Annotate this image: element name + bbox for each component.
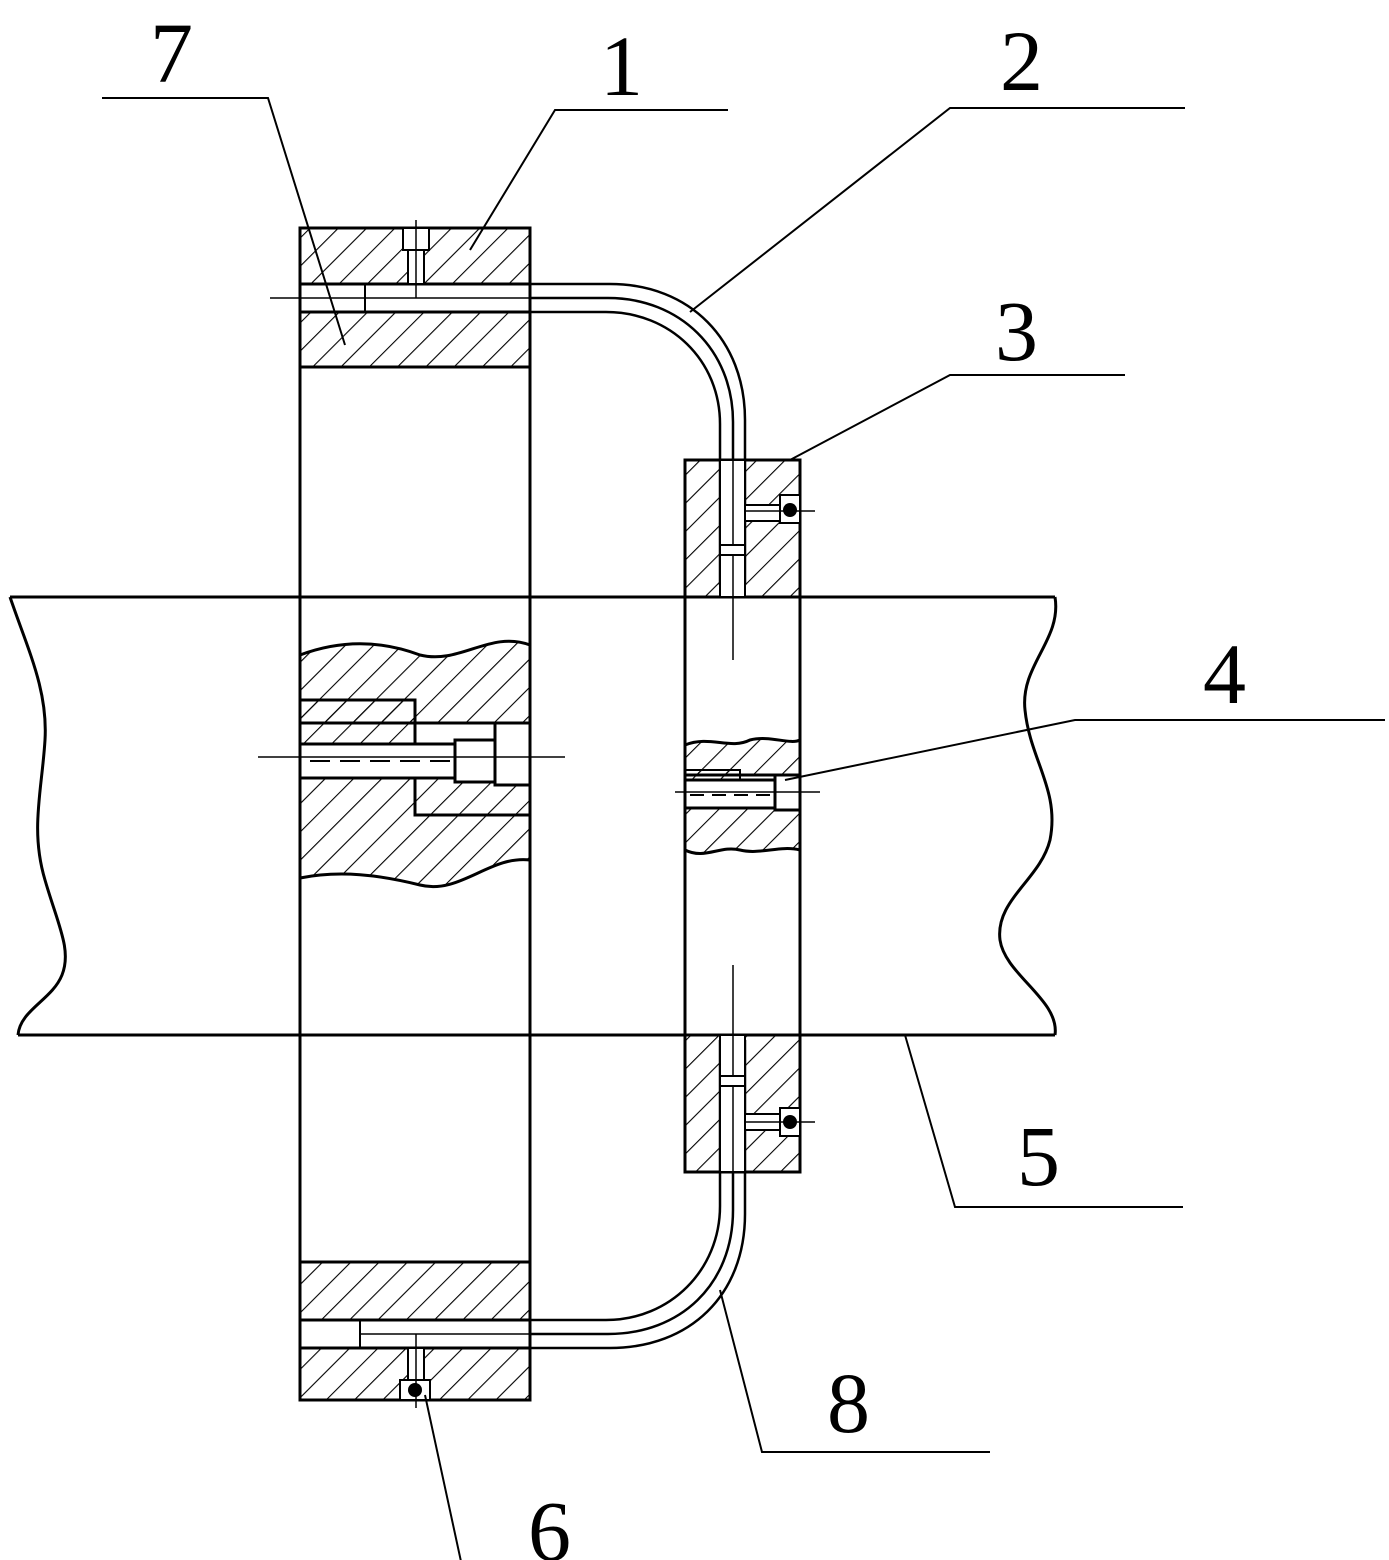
leader-lines — [102, 97, 1385, 1560]
sleeve-hub-section — [675, 737, 820, 855]
callout-6: 6 — [528, 1483, 571, 1560]
callout-7: 7 — [150, 5, 193, 101]
left-disc — [258, 220, 565, 1408]
shaft — [8, 595, 1058, 1037]
callout-8: 8 — [827, 1355, 870, 1451]
callout-1: 1 — [600, 18, 643, 114]
hub-section — [258, 639, 565, 889]
tube-lower — [530, 1040, 747, 1350]
callout-5: 5 — [1017, 1108, 1060, 1204]
tube-upper — [530, 282, 747, 585]
right-sleeve — [675, 458, 820, 1174]
callout-4: 4 — [1203, 626, 1246, 722]
top-ring-section — [270, 220, 532, 369]
bottom-block — [683, 965, 815, 1174]
callout-labels: 7 1 2 3 4 5 8 6 — [150, 5, 1246, 1560]
callout-3: 3 — [995, 283, 1038, 379]
top-block — [683, 458, 815, 660]
bottom-ring-section — [298, 1260, 532, 1408]
callout-2: 2 — [1000, 13, 1043, 109]
